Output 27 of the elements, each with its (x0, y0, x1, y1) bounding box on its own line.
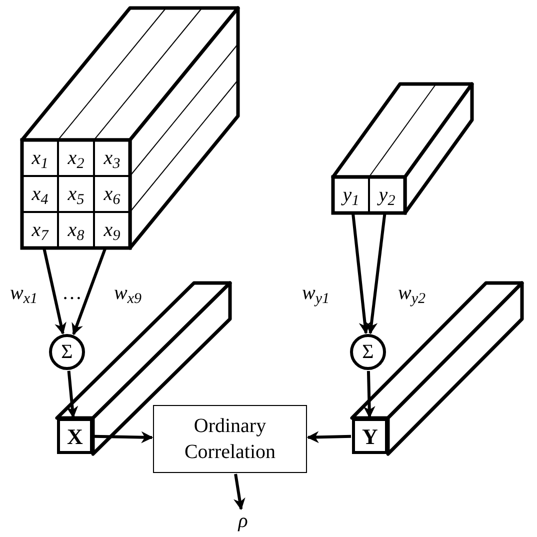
output-label: X (67, 422, 83, 450)
arrow (94, 431, 154, 444)
sum-symbol: Σ (61, 340, 73, 365)
output-label: Y (362, 422, 378, 450)
arrow (42, 248, 66, 335)
cell-label: x$_{6}$ (104, 182, 120, 209)
cell-label: x$_{7}$ (32, 218, 48, 245)
arrow (66, 370, 78, 418)
arrow (72, 248, 106, 336)
arrow (352, 214, 371, 334)
cell-label: x$_{4}$ (32, 182, 48, 209)
arrow (363, 370, 376, 418)
cell-label: y$_{2}$ (378, 183, 396, 210)
output-symbol: ρ (238, 509, 248, 534)
sum-symbol: Σ (362, 340, 374, 365)
cell-label: x$_{1}$ (32, 146, 48, 173)
cell-label: x$_{5}$ (68, 182, 84, 209)
cell-label: y$_{1}$ (342, 183, 360, 210)
cell-label: x$_{9}$ (104, 218, 120, 245)
cell-label: x$_{3}$ (104, 146, 120, 173)
arrow (233, 474, 246, 510)
arrow (306, 431, 352, 444)
process-label: Ordinary Correlation (183, 414, 277, 465)
arrow (366, 214, 386, 334)
ellipsis: … (62, 283, 82, 303)
cell-label: x$_{8}$ (68, 218, 84, 245)
cell-label: x$_{2}$ (68, 146, 84, 173)
